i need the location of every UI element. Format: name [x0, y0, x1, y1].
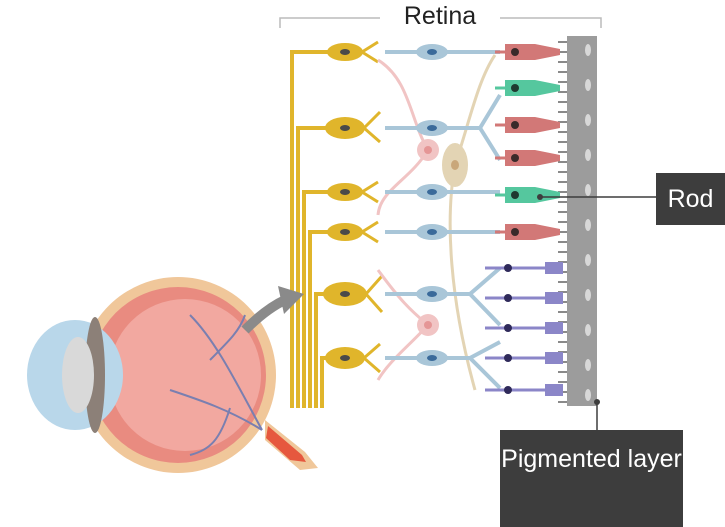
- cone-cells: [495, 44, 560, 240]
- retina-title: Retina: [385, 2, 495, 31]
- rod-cells: [485, 262, 563, 396]
- zoom-arrow: [245, 286, 304, 330]
- pigmented-layer: [558, 36, 597, 406]
- pigmented-layer-label: Pigmented layer: [500, 430, 683, 527]
- amacrine-cell: [442, 55, 495, 390]
- ganglion-cells: [323, 42, 382, 372]
- green-photoreceptors: [495, 80, 560, 203]
- pigment-processes: [558, 42, 567, 402]
- rod-label: Rod: [656, 173, 725, 225]
- bipolar-cells: [385, 44, 500, 388]
